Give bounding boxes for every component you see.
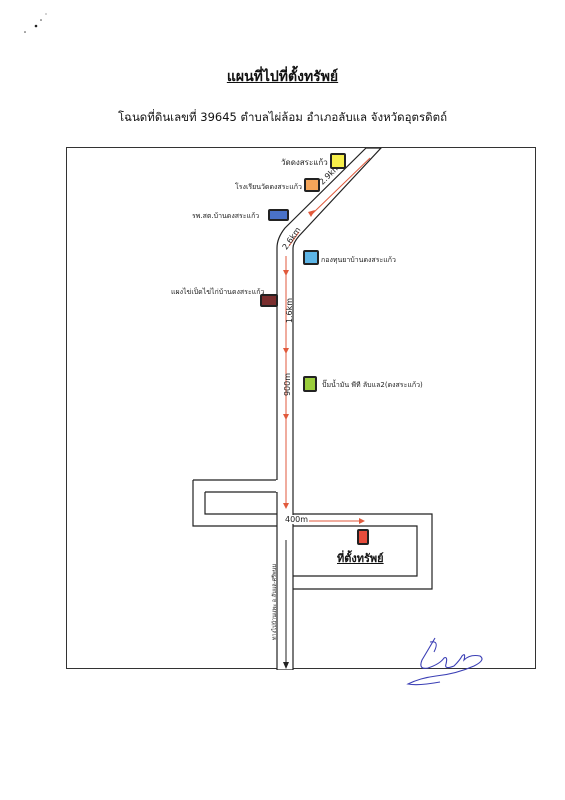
cross-road-west [192,479,277,527]
landmark-label-medicine-fund: กองทุนยาบ้านดงสระแก้ว [321,256,396,264]
property-label: ที่ตั้งทรัพย์ [337,552,384,565]
landmark-label-egg-stall: แผงไข่เป็ดไข่ไก่บ้านดงสระแก้ว [171,288,265,296]
landmark-marker-health-center [268,209,289,221]
property-marker [357,529,369,545]
page-title: แผนที่ไปที่ตั้งทรัพย์ [226,69,339,85]
route-arrowheads [283,210,365,524]
scan-specks [24,13,47,33]
page-subtitle: โฉนดที่ดินเลขที่ 39645 ตำบลไผ่ล้อม อำเภอ… [117,110,448,124]
cross-road-east [293,513,433,590]
route-path [285,157,371,522]
landmark-marker-gas-station [303,376,317,392]
landmark-label-health-center: รพ.สต.บ้านดงสระแก้ว [192,212,260,220]
landmark-label-temple: วัดดงสระแก้ว [281,158,328,167]
main-road [276,148,382,670]
signature [406,637,483,686]
distance-label-3: 1.6km [285,297,295,324]
distance-label-5: 400m [284,515,310,524]
property-block [293,525,418,577]
landmark-marker-school [304,178,320,192]
map-frame: 2.9km 2.6km 1.6km 900m 400m ทางไปบ้านแพะ… [66,147,536,670]
south-arrowhead [283,662,289,669]
distance-label-4: 900m [283,372,293,397]
road-network [192,148,433,670]
road-label: ทางไปบ้านแพะ อ.ลับแล-ศรีพนม [272,563,279,641]
landmark-marker-medicine-fund [303,250,319,265]
landmark-marker-temple [330,153,346,169]
landmark-marker-egg-stall [260,294,278,307]
landmark-label-gas-station: ปั๊มน้ำมัน พีที ลับแล2(ดงสระแก้ว) [322,381,423,389]
landmark-label-school: โรงเรียนวัดดงสระแก้ว [235,183,302,191]
